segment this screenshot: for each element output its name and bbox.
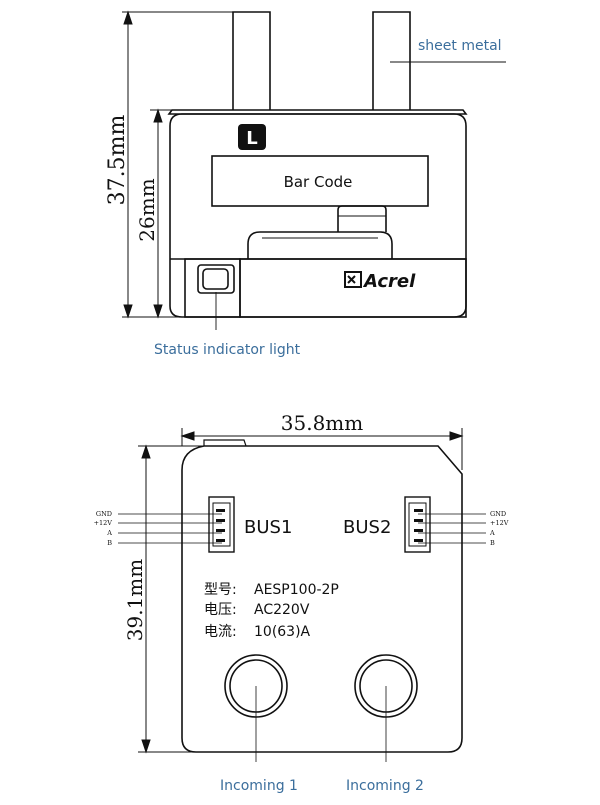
right-prong [372, 11, 411, 110]
front-view-dimensions [138, 428, 464, 754]
spec-voltage-value: AC220V [254, 602, 310, 618]
incoming-1-label: Incoming 1 [220, 778, 298, 794]
bus1-pin-a: A [106, 529, 112, 537]
bus2-pin-slots [414, 509, 423, 542]
spec-current-key: 电流: [204, 624, 237, 640]
bus1-pin-gnd: GND [96, 510, 112, 518]
incoming-2-label: Incoming 2 [346, 778, 424, 794]
brand-logo: Acrel [344, 271, 416, 292]
shoulder-plate [167, 109, 468, 115]
bus2-connector-inner [408, 502, 427, 547]
bus1-connector-inner [212, 502, 231, 547]
spec-voltage-key: 电压: [204, 602, 237, 618]
spec-current-value: 10(63)A [254, 624, 311, 640]
dim-height-body: 26mm [135, 178, 159, 241]
terminal-label: L [246, 128, 257, 149]
bus2-pin-b: B [490, 539, 495, 547]
incoming-callout-lines [255, 686, 387, 762]
bus1-name: BUS1 [244, 517, 292, 538]
callout-sheet-metal: sheet metal [418, 38, 502, 54]
callout-status-light: Status indicator light [154, 342, 301, 358]
logo-mark-icon [344, 271, 362, 288]
spec-block: 型号: AESP100-2P 电压: AC220V 电流: 10(63)A [204, 582, 339, 640]
front-top-lip [203, 439, 247, 447]
left-prong [232, 11, 271, 110]
bus2-pin-gnd: GND [490, 510, 506, 518]
bus2-pin-12v: +12V [490, 519, 509, 527]
pin-lead-lines [118, 513, 486, 544]
dim-width: 35.8mm [281, 411, 363, 435]
latch [337, 205, 387, 232]
callout-lines [215, 61, 506, 330]
lower-left-panel [184, 258, 241, 318]
top-view-dimensions [122, 10, 233, 319]
brand-name: Acrel [362, 271, 416, 292]
bus1-connector [208, 496, 235, 553]
status-light-lens [202, 268, 229, 290]
barcode-box [211, 155, 429, 207]
dim-height-total: 37.5mm [105, 115, 130, 206]
bus1-pin-12v: +12V [94, 519, 113, 527]
spec-model-value: AESP100-2P [254, 582, 339, 598]
front-body-outline [181, 445, 463, 753]
bus1-pin-b: B [107, 539, 112, 547]
bus2-connector [404, 496, 431, 553]
spec-model-key: 型号: [204, 582, 237, 598]
bus2-pin-a: A [489, 529, 495, 537]
main-body [169, 113, 467, 318]
dim-height: 39.1mm [123, 559, 147, 641]
bus2-name: BUS2 [343, 517, 391, 538]
terminal-badge [238, 124, 266, 150]
barcode-label: Bar Code [284, 173, 353, 191]
raised-block [247, 231, 393, 259]
bus1-pin-slots [216, 509, 225, 542]
top-view [167, 11, 468, 318]
